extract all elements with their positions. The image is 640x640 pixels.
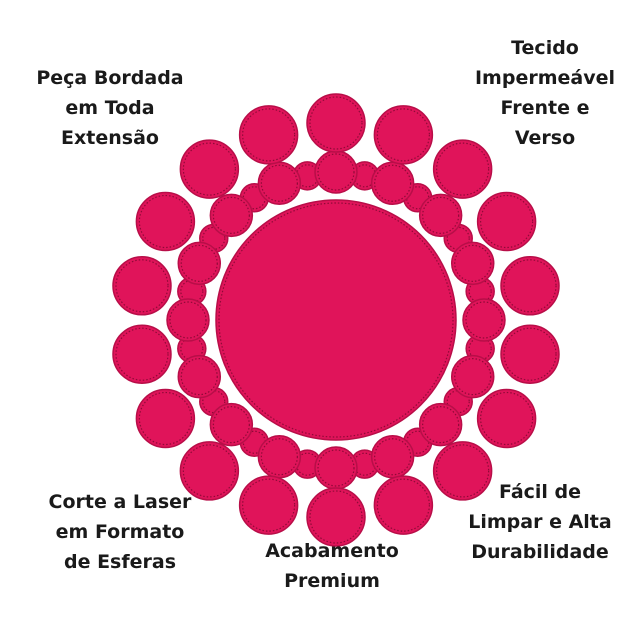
feature-line: em Formato	[55, 521, 185, 543]
embroidery-stitch	[260, 164, 298, 202]
embroidery-stitch	[503, 259, 557, 313]
outer-ring-circle	[179, 441, 240, 501]
embroidery-stitch	[503, 327, 557, 381]
inner-ring-circle	[209, 402, 254, 447]
feature-line: Premium	[284, 570, 380, 592]
embroidery-stitch	[202, 390, 226, 414]
outer-ring-circle	[500, 324, 560, 384]
outer-ring-circle	[238, 105, 299, 165]
embroidery-stitch	[138, 194, 192, 249]
embroidery-stitch	[480, 194, 534, 249]
outer-ring-circle	[500, 256, 560, 316]
inner-ring-circle	[370, 434, 415, 479]
outer-ring-circle	[476, 388, 537, 449]
embroidery-stitch	[376, 478, 430, 532]
inner-ring-circle	[418, 402, 463, 447]
feature-line: Acabamento	[265, 540, 399, 562]
embroidery-stitch	[374, 164, 412, 202]
feature-line: Durabilidade	[471, 541, 609, 563]
embroidery-stitch	[436, 142, 490, 196]
embroidery-stitch	[218, 202, 454, 438]
embroidery-stitch	[454, 358, 492, 396]
embroidery-stitch	[376, 108, 430, 162]
outer-ring-circle	[432, 441, 493, 501]
embroidery-stitch	[242, 478, 296, 532]
outer-ring-circle	[112, 256, 172, 316]
embroidery-stitch	[138, 391, 192, 446]
embroidery-stitch	[180, 244, 218, 282]
embroidery-stitch	[260, 438, 298, 476]
embroidery-stitch	[317, 449, 355, 487]
outer-ring-circle	[179, 139, 240, 199]
embroidery-stitch	[180, 358, 218, 396]
embroidery-stitch	[317, 153, 355, 191]
embroidery-stitch	[212, 406, 250, 444]
embroidery-stitch	[202, 226, 226, 250]
embroidery-stitch	[182, 142, 236, 196]
outer-ring-circle	[238, 475, 299, 535]
embroidery-stitch	[422, 406, 460, 444]
outer-ring-circle	[373, 475, 434, 535]
feature-line: Limpar e Alta	[468, 511, 612, 533]
inner-ring-circle	[418, 193, 463, 238]
embroidery-stitch	[212, 196, 250, 234]
feature-easy-clean-label: Fácil de Limpar e Alta Durabilidade	[440, 477, 640, 567]
inner-ring-circle	[177, 241, 222, 286]
embroidery-stitch	[115, 259, 169, 313]
embroidery-stitch	[169, 301, 207, 339]
embroidery-stitch	[309, 490, 363, 544]
feature-line: Corte a Laser	[48, 491, 192, 513]
outer-ring-circle	[373, 105, 434, 165]
feature-line: Tecido	[511, 37, 579, 59]
feature-line: em Toda	[65, 97, 155, 119]
inner-ring-circle	[177, 354, 222, 399]
feature-line: Frente e	[500, 97, 590, 119]
feature-line: Verso	[514, 127, 576, 149]
inner-ring-circle	[314, 150, 358, 194]
feature-line: de Esferas	[63, 551, 177, 573]
outer-ring-circle	[306, 487, 366, 547]
embroidery-stitch	[446, 390, 470, 414]
embroidery-stitch	[468, 279, 492, 303]
inner-ring-circle	[257, 434, 302, 479]
feature-line: Impermeável	[474, 67, 615, 89]
feature-line: Peça Bordada	[36, 67, 184, 89]
embroidery-stitch	[446, 226, 470, 250]
inner-ring-circle	[209, 193, 254, 238]
embroidery-stitch	[180, 279, 204, 303]
feature-waterproof-label: Tecido Impermeável Frente e Verso	[455, 33, 635, 153]
embroidery-stitch	[115, 327, 169, 381]
inner-ring-circle	[450, 354, 495, 399]
inner-ring-circle	[314, 446, 358, 490]
inner-ring-circle	[257, 161, 302, 206]
outer-ring-circle	[135, 191, 196, 252]
feature-line: Extensão	[61, 127, 159, 149]
embroidery-stitch	[180, 337, 204, 361]
embroidery-stitch	[468, 337, 492, 361]
embroidery-stitch	[374, 438, 412, 476]
embroidery-stitch	[436, 444, 490, 498]
inner-ring-circle	[370, 161, 415, 206]
embroidery-stitch	[465, 301, 503, 339]
outer-ring-circle	[432, 139, 493, 199]
outer-ring-circle	[112, 324, 172, 384]
inner-ring-circle	[450, 241, 495, 286]
embroidery-stitch	[242, 108, 296, 162]
inner-ring-circle	[166, 298, 210, 342]
feature-embroidered-label: Peça Bordada em Toda Extensão	[20, 63, 200, 153]
embroidery-stitch	[309, 96, 363, 150]
feature-premium-finish-label: Acabamento Premium	[242, 536, 422, 596]
inner-ring-circle	[462, 298, 506, 342]
embroidery-stitch	[480, 391, 534, 446]
embroidery-stitch	[182, 444, 236, 498]
outer-ring-circle	[306, 93, 366, 153]
outer-ring-circle	[135, 388, 196, 449]
feature-laser-cut-label: Corte a Laser em Formato de Esferas	[20, 487, 220, 577]
center-disc	[215, 199, 457, 441]
feature-line: Fácil de	[498, 481, 582, 503]
embroidery-stitch	[422, 196, 460, 234]
embroidery-stitch	[454, 244, 492, 282]
outer-ring-circle	[476, 191, 537, 252]
